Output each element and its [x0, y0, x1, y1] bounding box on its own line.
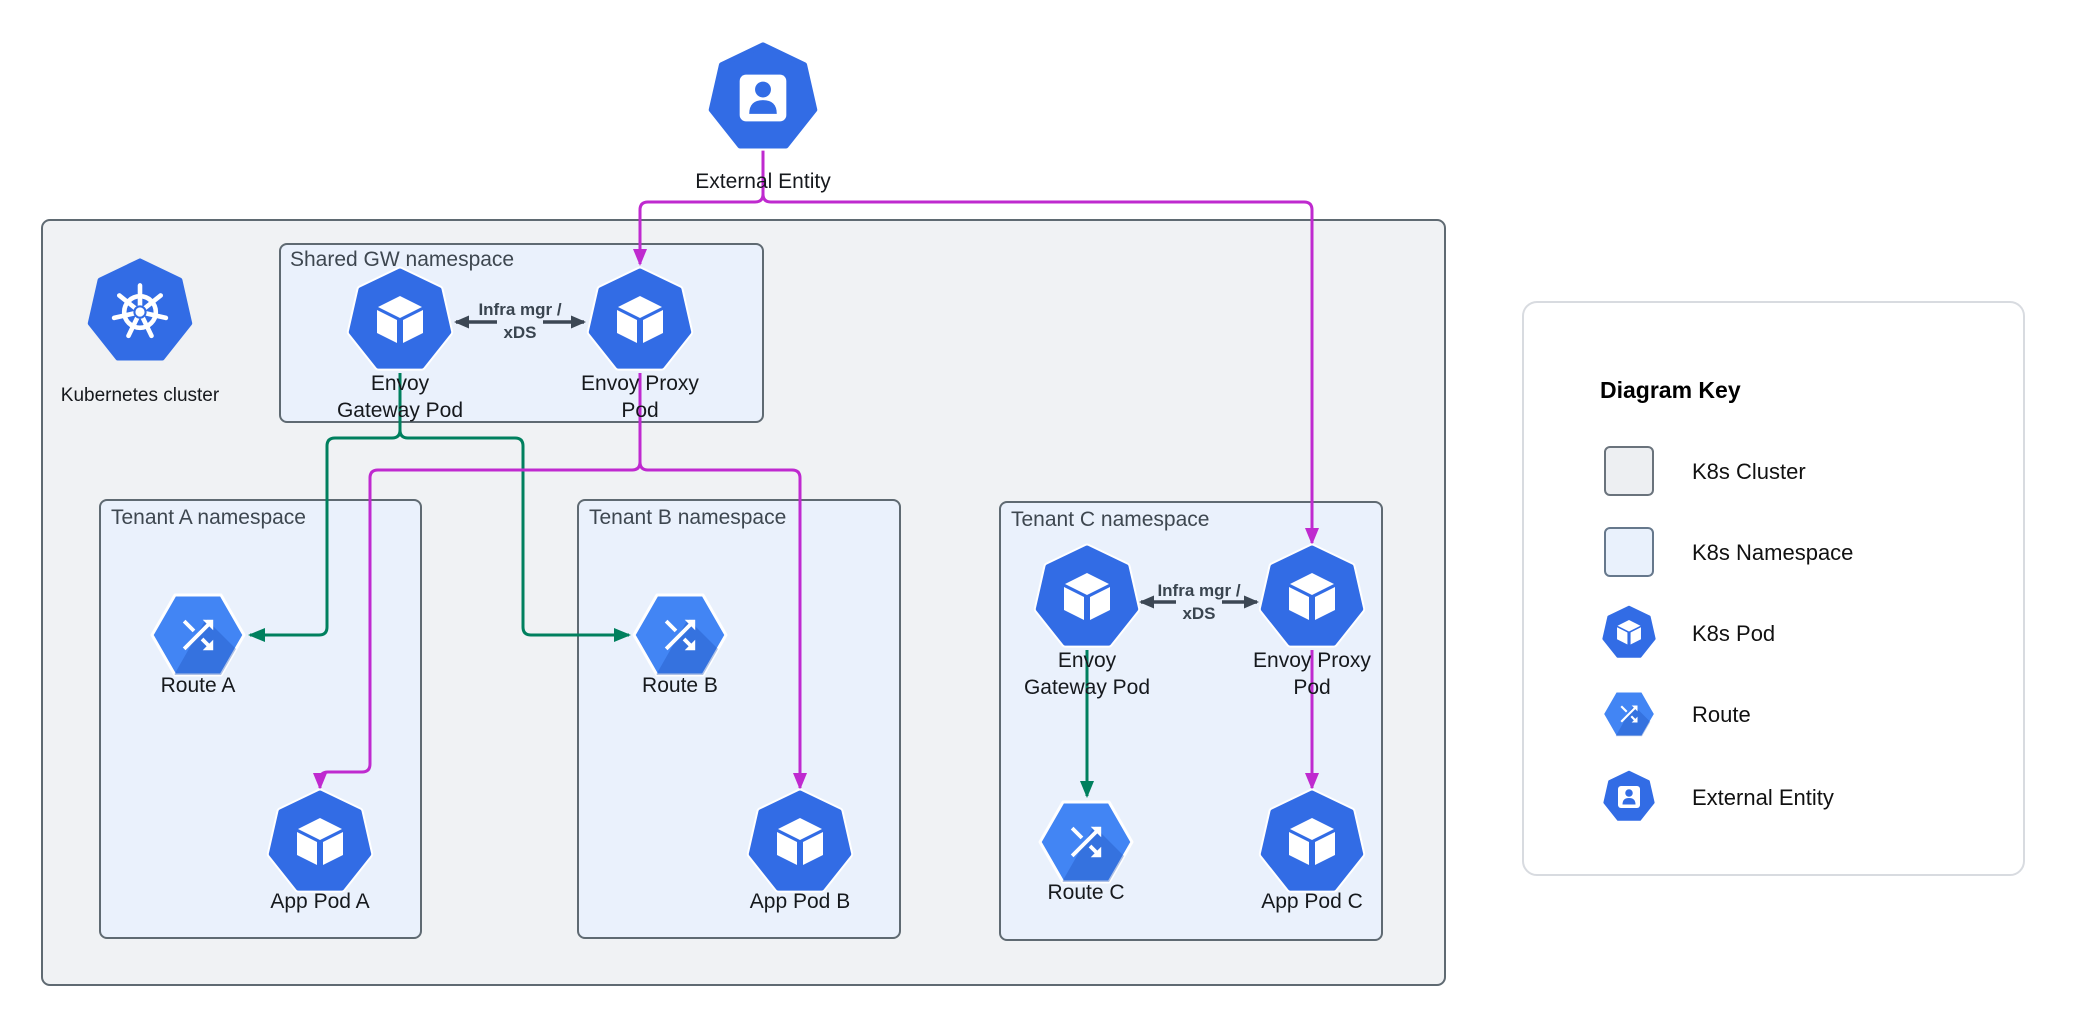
- app-pod-c-label: App Pod C: [1261, 890, 1363, 913]
- key-label-external-entity: External Entity: [1692, 785, 1834, 810]
- xds-label-tenant-c-line1: Infra mgr /: [1157, 581, 1240, 600]
- external-entity-icon: [1605, 772, 1654, 820]
- external-entity-icon: [711, 45, 814, 146]
- shared-gateway-pod-label-line1: Envoy: [371, 372, 430, 395]
- route-c-node: Route C: [1040, 802, 1132, 904]
- tenant-c-proxy-pod-label-line2: Pod: [1293, 676, 1330, 699]
- edge-proxy-to-app-pod-b: [638, 373, 807, 790]
- tenant-b-namespace-title: Tenant B namespace: [589, 506, 786, 529]
- shared-proxy-pod-label-line1: Envoy Proxy: [581, 372, 699, 395]
- k8s-pod-icon: [1263, 548, 1360, 643]
- app-pod-c-node: App Pod C: [1261, 793, 1363, 913]
- k8s-pod-icon: [271, 793, 368, 888]
- tenant-c-proxy-pod-label-line1: Envoy Proxy: [1253, 649, 1371, 672]
- k8s-cluster-swatch: [1604, 446, 1654, 496]
- route-b-node: Route B: [634, 595, 726, 697]
- app-pod-a-node: App Pod A: [270, 793, 369, 913]
- diagram-key-box: [1522, 301, 2025, 876]
- k8s-pod-icon: [591, 271, 688, 366]
- edge-gateway-to-route-b: [398, 373, 631, 642]
- xds-label-shared-line2: xDS: [503, 323, 536, 342]
- app-pod-a-label: App Pod A: [270, 890, 369, 913]
- tenant-b-namespace-box: [577, 499, 901, 939]
- xds-label-tenant-c-line2: xDS: [1182, 604, 1215, 623]
- diagram-key-title: Diagram Key: [1600, 377, 1741, 403]
- external-entity-node: External Entity: [695, 45, 831, 193]
- key-label-k8s-cluster: K8s Cluster: [1692, 459, 1806, 484]
- kubernetes-cluster-node: Kubernetes cluster: [61, 261, 220, 406]
- diagram-key-panel: Diagram Key K8s Cluster K8s Namespace K8…: [1522, 301, 2025, 876]
- route-c-label: Route C: [1047, 881, 1124, 904]
- k8s-pod-icon: [1604, 607, 1655, 656]
- route-a-node: Route A: [152, 595, 244, 697]
- shared-gw-namespace-title: Shared GW namespace: [290, 248, 514, 271]
- k8s-pod-icon: [1038, 548, 1135, 643]
- key-label-route: Route: [1692, 702, 1751, 727]
- k8s-namespace-swatch: [1604, 527, 1654, 577]
- tenant-c-namespace-title: Tenant C namespace: [1011, 508, 1209, 531]
- tenant-c-envoy-proxy-pod: Envoy Proxy Pod: [1253, 548, 1371, 699]
- tenant-c-gateway-pod-label-line1: Envoy: [1058, 649, 1117, 672]
- kubernetes-cluster-label: Kubernetes cluster: [61, 385, 220, 406]
- edge-external-to-tenant-c-proxy: [761, 150, 1319, 545]
- tenant-a-namespace-title: Tenant A namespace: [111, 506, 306, 529]
- tenant-a-namespace-box: [99, 499, 422, 939]
- k8s-pod-icon: [1263, 793, 1360, 888]
- route-a-label: Route A: [161, 674, 236, 697]
- shared-proxy-pod-label-line2: Pod: [621, 399, 658, 422]
- key-label-k8s-namespace: K8s Namespace: [1692, 540, 1853, 565]
- kubernetes-icon: [90, 261, 189, 358]
- shared-envoy-gateway-pod: Envoy Gateway Pod: [337, 271, 463, 422]
- edge-gateway-to-route-a: [248, 373, 402, 642]
- edge-proxy-to-app-pod-a: [313, 373, 642, 790]
- shared-gateway-pod-label-line2: Gateway Pod: [337, 399, 463, 422]
- k8s-pod-icon: [351, 271, 448, 366]
- xds-label-shared-line1: Infra mgr /: [478, 300, 561, 319]
- tenant-c-envoy-gateway-pod: Envoy Gateway Pod: [1024, 548, 1150, 699]
- k8s-pod-icon: [751, 793, 848, 888]
- app-pod-b-label: App Pod B: [750, 890, 850, 913]
- external-entity-label: External Entity: [695, 170, 831, 193]
- tenant-c-gateway-pod-label-line2: Gateway Pod: [1024, 676, 1150, 699]
- route-b-label: Route B: [642, 674, 718, 697]
- shared-envoy-proxy-pod: Envoy Proxy Pod: [581, 271, 699, 422]
- app-pod-b-node: App Pod B: [750, 793, 850, 913]
- key-label-k8s-pod: K8s Pod: [1692, 621, 1775, 646]
